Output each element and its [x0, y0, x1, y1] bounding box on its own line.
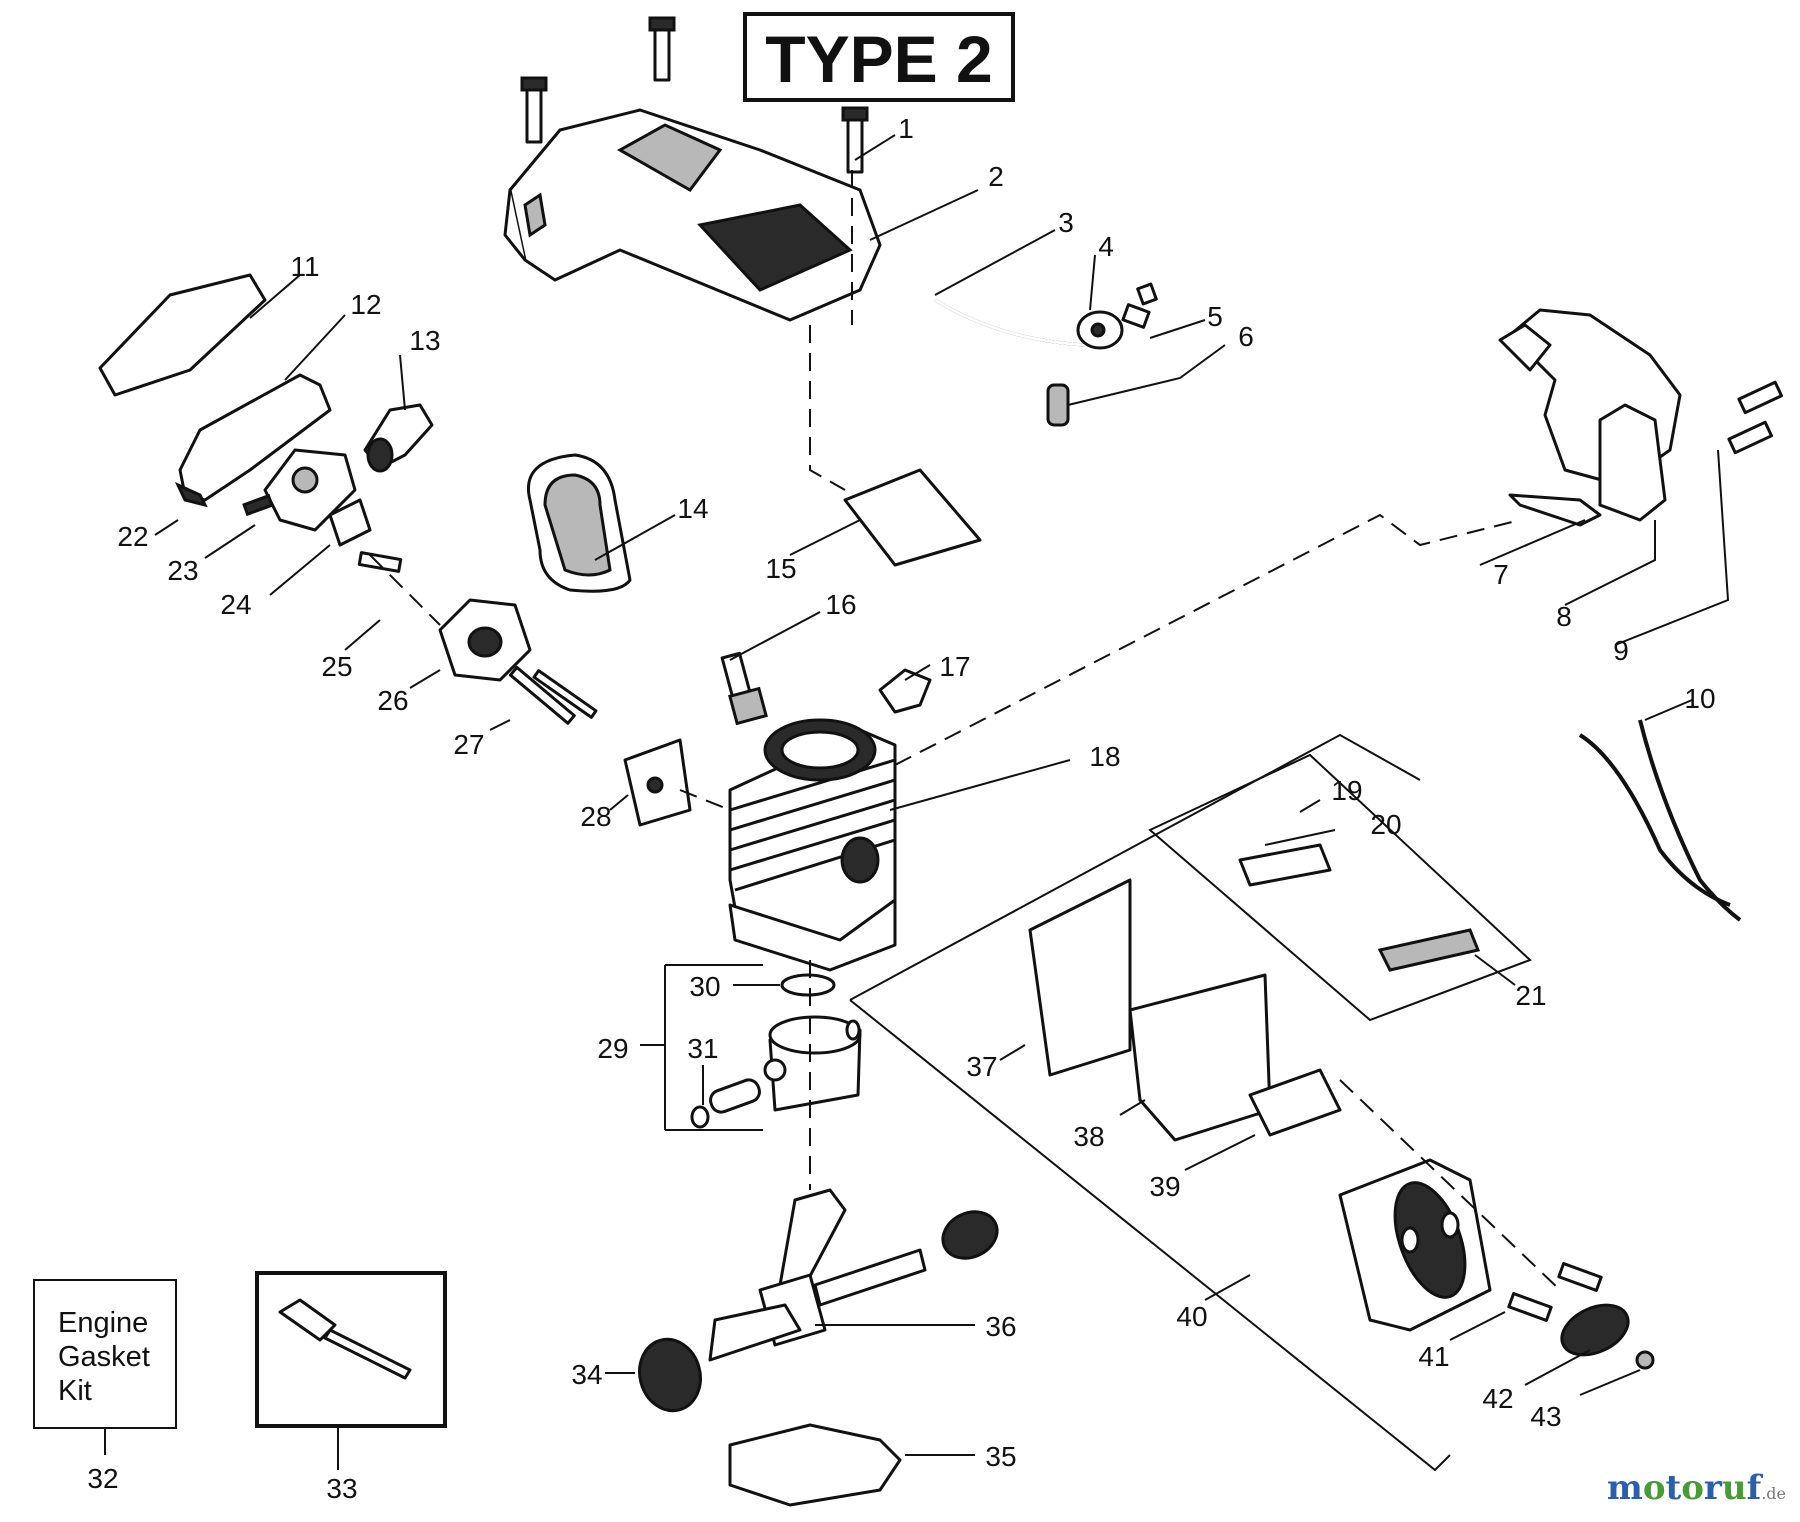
watermark-brand: motoruf [1606, 1468, 1762, 1508]
piston [763, 1015, 862, 1112]
engine-gasket-kit-box: Engine Gasket Kit [33, 1279, 177, 1429]
callout-1: 1 [898, 113, 914, 144]
callout-25: 25 [321, 651, 352, 682]
type-title-text: TYPE 2 [765, 22, 992, 96]
callout-7: 7 [1493, 559, 1509, 590]
cover-screws [520, 16, 869, 174]
callout-18: 18 [1089, 741, 1120, 772]
callout-numbers: 1 2 3 4 5 6 7 8 9 10 11 12 13 14 15 16 1… [87, 113, 1715, 1504]
type-title: TYPE 2 [743, 12, 1015, 102]
leader-lines [104, 134, 1730, 1470]
crankshaft [708, 1188, 927, 1362]
callout-13: 13 [409, 325, 440, 356]
callout-27: 27 [453, 729, 484, 760]
callout-43: 43 [1530, 1401, 1561, 1432]
callout-8: 8 [1556, 601, 1572, 632]
ignition-module [1498, 308, 1784, 527]
callout-34: 34 [571, 1359, 602, 1390]
callout-20: 20 [1370, 809, 1401, 840]
callout-6: 6 [1238, 321, 1254, 352]
callout-24: 24 [220, 589, 251, 620]
callout-12: 12 [350, 289, 381, 320]
watermark-suffix: .de [1761, 1484, 1786, 1503]
wrench-tool-box [255, 1271, 447, 1428]
callout-14: 14 [677, 493, 708, 524]
callout-32: 32 [87, 1463, 118, 1494]
spark-screen [1377, 928, 1481, 972]
callout-31: 31 [687, 1033, 718, 1064]
callout-23: 23 [167, 555, 198, 586]
callout-26: 26 [377, 685, 408, 716]
callout-22: 22 [117, 521, 148, 552]
callout-37: 37 [966, 1051, 997, 1082]
callout-39: 39 [1149, 1171, 1180, 1202]
top-cover [503, 108, 882, 322]
kit-line-3: Kit [58, 1375, 92, 1407]
callout-35: 35 [985, 1441, 1016, 1472]
muffler-shield [1128, 973, 1272, 1142]
bearing-right [941, 1210, 999, 1260]
exhaust-gasket [1028, 878, 1132, 1077]
callout-11: 11 [290, 251, 319, 282]
motoruf-watermark: motoruf.de [1607, 1468, 1786, 1508]
callout-28: 28 [580, 801, 611, 832]
heat-shield-plate [1238, 843, 1332, 887]
callout-36: 36 [985, 1311, 1016, 1342]
muffler [1338, 1158, 1492, 1332]
cylinder [728, 718, 897, 972]
bearing-left [638, 1337, 702, 1413]
exhaust-flange-gasket [1248, 1068, 1342, 1137]
callout-3: 3 [1058, 207, 1074, 238]
callout-2: 2 [988, 161, 1004, 192]
callout-5: 5 [1207, 301, 1223, 332]
fuel-fitting [1076, 282, 1158, 350]
assembly-lines [369, 170, 1561, 1291]
callout-40: 40 [1176, 1301, 1207, 1332]
cover-gasket [843, 468, 982, 567]
callout-21: 21 [1515, 980, 1546, 1011]
callout-29: 29 [597, 1033, 628, 1064]
callout-42: 42 [1482, 1383, 1513, 1414]
piston-ring [780, 973, 836, 997]
carburetor [242, 448, 372, 547]
crankcase-half [728, 1423, 902, 1507]
callout-41: 41 [1418, 1341, 1449, 1372]
spark-plug [720, 651, 768, 726]
plug-boot [878, 668, 932, 714]
carb-gasket [328, 498, 372, 547]
callout-19: 19 [1331, 775, 1362, 806]
fuel-filter [1046, 383, 1070, 427]
callout-9: 9 [1613, 635, 1629, 666]
callout-4: 4 [1098, 231, 1114, 262]
callout-33: 33 [326, 1473, 357, 1504]
callout-16: 16 [825, 589, 856, 620]
callout-38: 38 [1073, 1121, 1104, 1152]
kit-line-2: Gasket [58, 1341, 150, 1373]
callout-17: 17 [939, 651, 970, 682]
callout-30: 30 [689, 971, 720, 1002]
piston-pin [709, 1078, 761, 1114]
air-filter [98, 273, 267, 397]
kit-line-1: Engine [58, 1307, 148, 1339]
callout-15: 15 [765, 553, 796, 584]
callout-10: 10 [1684, 683, 1715, 714]
